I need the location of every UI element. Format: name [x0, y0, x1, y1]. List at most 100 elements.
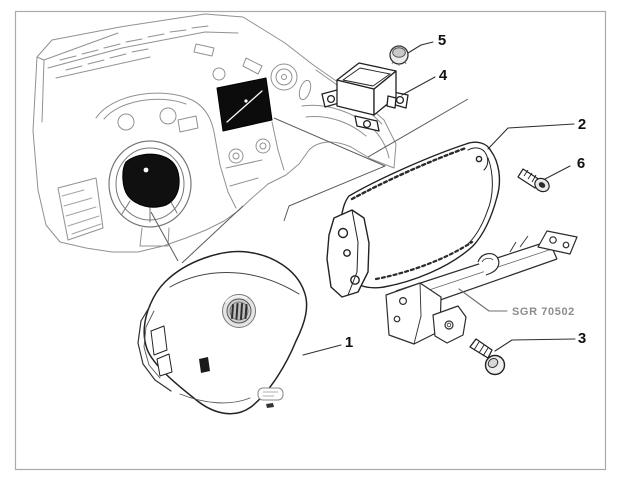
ecu-left-ear-hole: [326, 94, 336, 104]
screw-shaft: [469, 338, 493, 359]
cap-part: [389, 45, 409, 66]
driver-airbag-body: [143, 250, 308, 415]
wheel-to-airbag-line-b: [181, 205, 244, 264]
leader-line-6: [544, 165, 571, 180]
passenger-airbag-module: [326, 141, 501, 298]
side-flap-inner: [143, 310, 161, 379]
ecu-right-ear-hole: [395, 95, 405, 105]
bracket-clip: [477, 252, 500, 276]
airbag-tag-mark: [266, 403, 274, 408]
leader-line-2: [487, 123, 575, 150]
steering-wheel: [108, 140, 192, 228]
driver-airbag-module: [137, 250, 308, 415]
dashboard-outline: [32, 13, 397, 253]
ecu-connector: [386, 95, 397, 109]
bracket-tab-hole: [444, 320, 454, 330]
callout-4: 4: [439, 67, 448, 84]
bracket-steps: [509, 235, 529, 253]
side-vent-hub: [281, 74, 287, 80]
lower-left-bracket-hatch: [61, 189, 102, 235]
wheel-to-airbag-line-a: [150, 211, 179, 262]
side-flap-slot-2: [156, 353, 173, 377]
leader-line-1: [302, 344, 342, 356]
driver-airbag-side-flap: [137, 305, 172, 392]
emblem-inner-ring: [229, 301, 249, 321]
wheel-airbag-hub: [122, 153, 180, 208]
callout-2: 2: [578, 116, 586, 133]
dashboard-drawing: [32, 13, 397, 253]
misc-hole: [212, 67, 226, 81]
ecu-top-face: [336, 62, 397, 90]
bracket-arm-hole-1: [549, 236, 557, 244]
callout-leader-lines: [302, 41, 576, 356]
center-display-panel: [216, 77, 273, 132]
hub-highlight-dot: [143, 167, 149, 173]
side-vent-inner: [275, 68, 293, 86]
bracket-left-foot: [385, 282, 442, 345]
stack-knob-left: [228, 148, 244, 164]
dash-left-endcap: [36, 32, 119, 123]
bolt-threads: [523, 169, 537, 183]
bracket-foot-hole-2: [393, 315, 401, 323]
bracket-channel: [395, 240, 558, 314]
side-flap-slot-1: [150, 325, 168, 356]
airbag-tag: [257, 387, 284, 401]
bracket-right-arm: [537, 230, 578, 255]
passenger-airbag-top-seam: [350, 146, 468, 201]
callout-5: 5: [438, 32, 446, 49]
bracket-foot-fold: [413, 282, 422, 345]
screw-head-recess: [487, 358, 499, 368]
sgr-reference-label: SGR 70502: [512, 306, 575, 318]
stack-knob-right-inner: [259, 142, 267, 150]
driver-airbag-bottom-crease: [179, 393, 251, 404]
leader-line-5: [407, 41, 434, 54]
cap-top: [392, 47, 406, 58]
end-bracket-hole-3: [350, 275, 360, 285]
callout-numbers: 1 2 3 4 5 6: [345, 32, 586, 351]
center-display: [216, 77, 273, 132]
passenger-airbag-ear-hole: [475, 155, 483, 163]
bracket-center-tab: [432, 305, 467, 344]
stack-knob-left-inner: [232, 152, 240, 160]
side-vent-oval: [298, 79, 312, 101]
screw-threads: [473, 341, 489, 357]
misc-bracket: [177, 115, 199, 133]
misc-clip-2: [242, 57, 263, 75]
column-shroud: [139, 227, 170, 247]
fiat-emblem: [222, 294, 256, 328]
gauge-left: [117, 113, 135, 131]
lower-left-bracket: [57, 177, 104, 241]
bracket-arm-hole-2: [562, 241, 570, 249]
instrument-cluster-arch: [95, 92, 215, 133]
emblem-highlight: [225, 295, 247, 303]
misc-clip-1: [193, 43, 215, 57]
leader-line-sgr: [458, 288, 508, 312]
ecu-top-face-inset: [342, 67, 391, 87]
side-vent-ring: [270, 63, 298, 91]
airbag-control-unit: [321, 62, 409, 132]
mounting-bracket: [385, 230, 578, 345]
ecu-bottom-ear: [354, 115, 380, 132]
display-location-line: [273, 117, 386, 222]
passenger-airbag-ear: [467, 147, 489, 171]
airbag-tag-text-lines: [262, 391, 279, 397]
bracket-tab-hole-inner: [446, 322, 452, 328]
bolt-part: [517, 168, 550, 193]
callout-6: 6: [577, 155, 585, 172]
vent-louvers: [59, 25, 209, 71]
display-highlight-streak: [226, 90, 263, 123]
module-location-line: [367, 98, 469, 158]
callout-3: 3: [578, 330, 586, 347]
bracket-foot-hole-1: [399, 297, 408, 306]
driver-airbag-top-seam: [169, 272, 300, 295]
cap-rim-ticks: [391, 60, 407, 66]
emblem-letter-bars: [231, 303, 248, 320]
location-lines: [150, 98, 469, 264]
figure-border: [14, 10, 607, 471]
display-highlight-dot: [244, 99, 248, 103]
connector-slot: [199, 357, 210, 373]
screw-part: [469, 338, 506, 376]
wheel-rim-outer: [108, 140, 192, 228]
